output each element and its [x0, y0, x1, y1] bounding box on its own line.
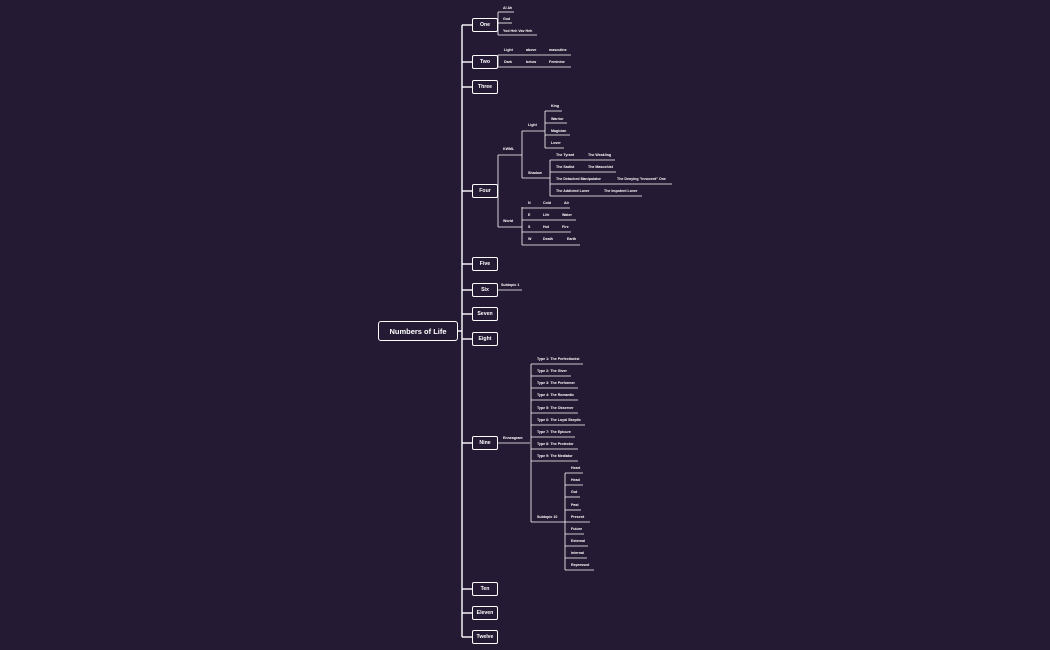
- two-cell[interactable]: Dark: [504, 60, 512, 64]
- world-cell[interactable]: Hot: [543, 225, 549, 229]
- subtopic-item[interactable]: External: [571, 539, 586, 543]
- four-light[interactable]: Light: [528, 123, 537, 127]
- topic-eleven[interactable]: Eleven: [472, 606, 498, 620]
- topic-eight[interactable]: Eight: [472, 332, 498, 346]
- topic-eight-label: Eight: [478, 336, 492, 342]
- topic-three[interactable]: Three: [472, 80, 498, 94]
- one-item[interactable]: God: [503, 17, 511, 21]
- topic-twelve-label: Twelve: [476, 634, 494, 640]
- two-cell[interactable]: below: [526, 60, 537, 64]
- world-cell[interactable]: Water: [562, 213, 572, 217]
- nine-subtopic[interactable]: Subtopic 10: [537, 515, 558, 519]
- nine-enneagram[interactable]: Enneagram: [503, 436, 523, 440]
- shadow-cell[interactable]: The Sadist: [556, 165, 575, 169]
- topic-one-label: One: [479, 22, 491, 28]
- enneagram-type[interactable]: Type 9: The Mediator: [537, 454, 573, 458]
- world-cell[interactable]: E: [528, 213, 531, 217]
- enneagram-type[interactable]: Type 5: The Observer: [537, 406, 574, 410]
- shadow-cell[interactable]: The Masochist: [588, 165, 613, 169]
- world-cell[interactable]: S: [528, 225, 531, 229]
- root-topic-label: Numbers of Life: [389, 326, 447, 336]
- root-topic[interactable]: Numbers of Life: [378, 321, 458, 341]
- topic-ten-label: Ten: [480, 586, 490, 592]
- enneagram-type[interactable]: Type 8: The Protector: [537, 442, 574, 446]
- world-cell[interactable]: N: [528, 201, 531, 205]
- subtopic-item[interactable]: Future: [571, 527, 583, 531]
- topic-six-label: Six: [481, 287, 489, 293]
- four-world[interactable]: World: [503, 219, 514, 223]
- topic-seven[interactable]: Seven: [472, 307, 498, 321]
- four-kwml[interactable]: KWML: [503, 147, 515, 151]
- light-item[interactable]: Magician: [551, 129, 567, 133]
- topic-two-label: Two: [480, 59, 490, 65]
- topic-ten[interactable]: Ten: [472, 582, 498, 596]
- enneagram-type[interactable]: Type 4: The Romantic: [537, 393, 575, 397]
- shadow-cell[interactable]: The Detached Manipulator: [556, 177, 601, 181]
- four-shadow[interactable]: Shadow: [528, 171, 542, 175]
- topic-five-label: Five: [479, 261, 491, 267]
- topic-eleven-label: Eleven: [476, 610, 494, 616]
- subtopic-item[interactable]: Head: [571, 478, 580, 482]
- topic-two[interactable]: Two: [472, 55, 498, 69]
- one-item[interactable]: Yod Heh Vav Heh: [503, 29, 533, 33]
- enneagram-type[interactable]: Type 6: The Loyal Skeptic: [537, 418, 581, 422]
- world-cell[interactable]: Earth: [567, 237, 577, 241]
- world-cell[interactable]: Death: [543, 237, 553, 241]
- world-cell[interactable]: Life: [543, 213, 550, 217]
- world-cell[interactable]: Fire: [562, 225, 569, 229]
- topic-twelve[interactable]: Twelve: [472, 630, 498, 644]
- topic-one[interactable]: One: [472, 18, 498, 32]
- shadow-cell[interactable]: The Denying "Innocent" One: [617, 177, 666, 181]
- light-item[interactable]: Warrior: [551, 117, 564, 121]
- enneagram-type[interactable]: Type 7: The Epicure: [537, 430, 571, 434]
- shadow-cell[interactable]: The Weakling: [588, 153, 612, 157]
- topic-four-label: Four: [479, 188, 491, 194]
- enneagram-type[interactable]: Type 1: The Perfectionist: [537, 357, 580, 361]
- light-item[interactable]: Lover: [551, 141, 561, 145]
- world-cell[interactable]: W: [528, 237, 532, 241]
- six-subtopic[interactable]: Subtopic 1: [501, 283, 520, 287]
- two-cell[interactable]: Feminine: [549, 60, 565, 64]
- one-item[interactable]: Al Ah: [503, 6, 513, 10]
- enneagram-type[interactable]: Type 2: The Giver: [537, 369, 567, 373]
- subtopic-item[interactable]: Heart: [571, 466, 581, 470]
- two-cell[interactable]: masculine: [549, 48, 567, 52]
- shadow-cell[interactable]: The Tyrant: [556, 153, 575, 157]
- enneagram-type[interactable]: Type 3: The Performer: [537, 381, 575, 385]
- shadow-cell[interactable]: The Addicted Lover: [556, 189, 590, 193]
- subtopic-item[interactable]: Repressed: [571, 563, 590, 567]
- topic-nine[interactable]: Nine: [472, 436, 498, 450]
- subtopic-item[interactable]: Present: [571, 515, 585, 519]
- topic-seven-label: Seven: [477, 311, 493, 317]
- topic-three-label: Three: [477, 84, 493, 90]
- light-item[interactable]: King: [551, 104, 559, 108]
- subtopic-item[interactable]: Gut: [571, 490, 578, 494]
- topic-five[interactable]: Five: [472, 257, 498, 271]
- subtopic-item[interactable]: Internal: [571, 551, 584, 555]
- two-cell[interactable]: Light: [504, 48, 513, 52]
- subtopic-item[interactable]: Past: [571, 503, 579, 507]
- world-cell[interactable]: Cold: [543, 201, 551, 205]
- shadow-cell[interactable]: The Impotent Lover: [604, 189, 638, 193]
- topic-six[interactable]: Six: [472, 283, 498, 297]
- two-cell[interactable]: above: [526, 48, 537, 52]
- topic-nine-label: Nine: [479, 440, 491, 446]
- topic-four[interactable]: Four: [472, 184, 498, 198]
- world-cell[interactable]: Air: [564, 201, 569, 205]
